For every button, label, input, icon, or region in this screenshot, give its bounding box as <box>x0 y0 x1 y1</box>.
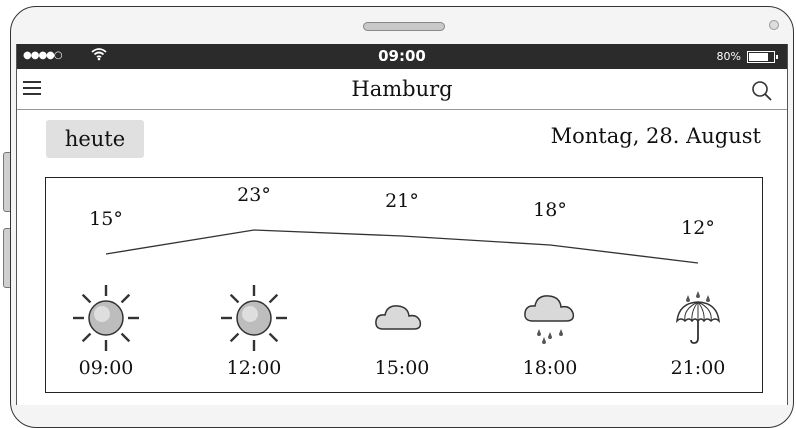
battery-percentage: 80% <box>717 50 741 63</box>
temperature-label: 21° <box>362 190 442 212</box>
sun-icon <box>219 283 289 353</box>
umbrella-rain-icon <box>663 283 733 353</box>
temperature-label: 23° <box>214 184 294 206</box>
hour-label: 09:00 <box>61 357 151 379</box>
status-bar: ●●●●○ 09:00 80% <box>17 44 787 69</box>
temperature-line <box>106 230 698 263</box>
cloud-icon <box>367 283 437 353</box>
rain-cloud-icon <box>515 283 585 353</box>
hourly-forecast-chart: 15° 09:00 23° 12:00 21° 15:00 18° 18:00 12° 2… <box>45 177 763 393</box>
search-icon[interactable] <box>751 80 773 102</box>
hour-label: 21:00 <box>653 357 743 379</box>
nav-bar: Hamburg <box>17 69 787 110</box>
temperature-label: 15° <box>66 208 146 230</box>
hour-label: 15:00 <box>357 357 447 379</box>
sun-icon <box>71 283 141 353</box>
temperature-label: 18° <box>510 199 590 221</box>
camera-icon <box>769 20 779 30</box>
current-date: Montag, 28. August <box>551 124 761 148</box>
battery-icon <box>747 51 775 63</box>
city-title: Hamburg <box>17 77 787 101</box>
phone-frame: ●●●●○ 09:00 80% Hamburg <box>0 0 796 405</box>
today-button[interactable]: heute <box>46 120 144 158</box>
temperature-label: 12° <box>658 217 738 239</box>
speaker-grille <box>363 22 445 31</box>
hour-label: 12:00 <box>209 357 299 379</box>
hour-label: 18:00 <box>505 357 595 379</box>
status-time: 09:00 <box>17 47 787 65</box>
app-screen: ●●●●○ 09:00 80% Hamburg <box>16 44 788 405</box>
